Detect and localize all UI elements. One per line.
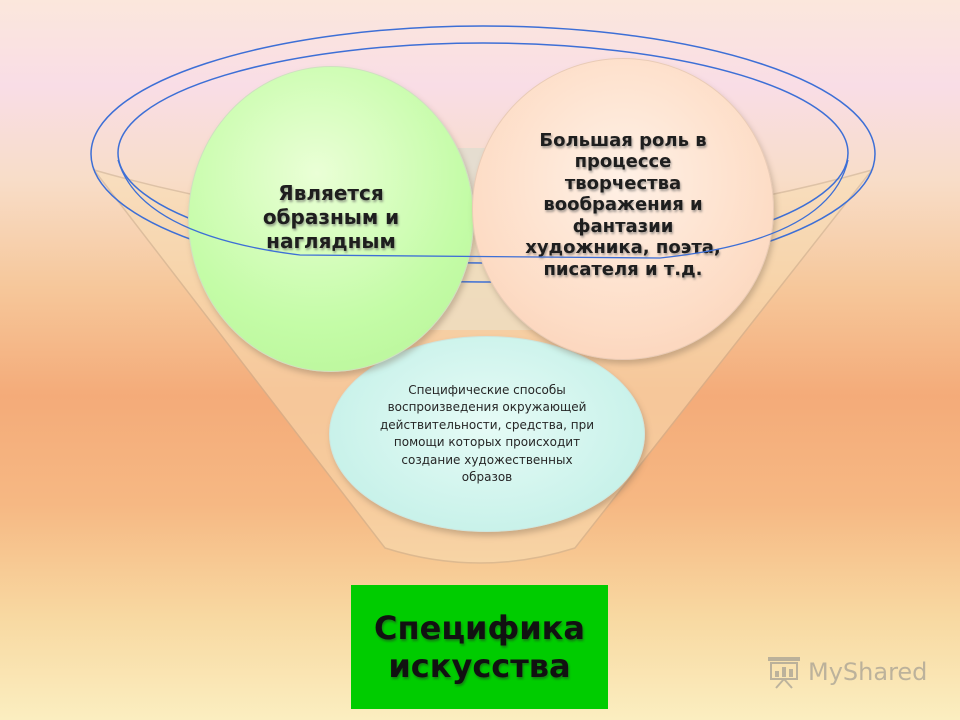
circle-imagination-role-text: Большая роль в процессе творчества вообр… [525, 129, 721, 280]
circle-imagination-role: Большая роль в процессе творчества вообр… [472, 58, 774, 360]
watermark-logo: MyShared [766, 652, 927, 692]
presentation-board-icon [768, 657, 800, 689]
ellipse-specific-means: Специфические способы воспроизведения ок… [329, 336, 645, 532]
title-box: Специфика искусства [351, 585, 608, 709]
watermark-text: MyShared [808, 658, 928, 686]
funnel-rim-outer [90, 25, 876, 283]
title-text: Специфика искусства [374, 609, 585, 685]
circle-figurative-text: Является образным и наглядным [262, 181, 400, 253]
circle-figurative: Является образным и наглядным [188, 66, 474, 372]
ellipse-specific-means-text: Специфические способы воспроизведения ок… [379, 382, 595, 485]
